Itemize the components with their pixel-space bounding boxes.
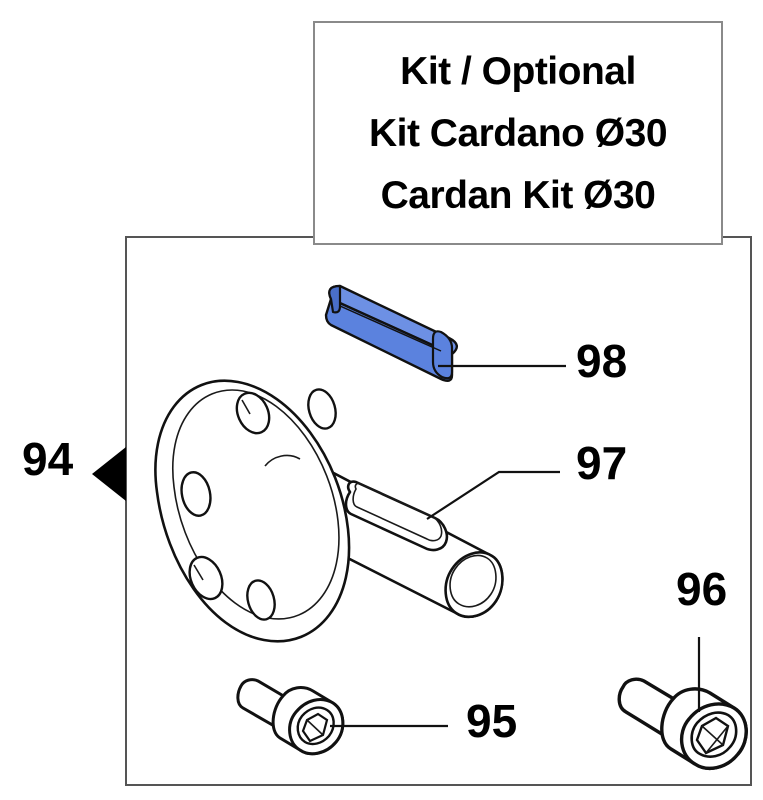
flange-hole [235, 391, 271, 435]
callout-number-96: 96 [676, 563, 728, 615]
callout-number-97: 97 [576, 437, 628, 489]
title-line-1: Kit / Optional [400, 50, 636, 93]
assembly-arrow-icon [92, 447, 126, 501]
part-98-parallel-key [324, 284, 458, 382]
part-95-socket-screw-small [236, 678, 345, 756]
part-97-flanged-shaft [154, 379, 504, 643]
callout-number-98: 98 [576, 335, 628, 387]
leader-97 [426, 470, 560, 520]
flange-hole [307, 388, 337, 430]
flange-hole [180, 471, 212, 517]
callout-number-94: 94 [22, 433, 74, 485]
kit-title-box: Kit / Optional Kit Cardano Ø30 Cardan Ki… [313, 21, 723, 245]
callout-number-95: 95 [466, 695, 518, 747]
title-line-3: Cardan Kit Ø30 [380, 174, 656, 217]
part-96-socket-screw-large [617, 677, 748, 771]
flange-hole [246, 579, 276, 621]
flange-hole [188, 555, 224, 601]
title-line-2: Kit Cardano Ø30 [368, 112, 668, 155]
